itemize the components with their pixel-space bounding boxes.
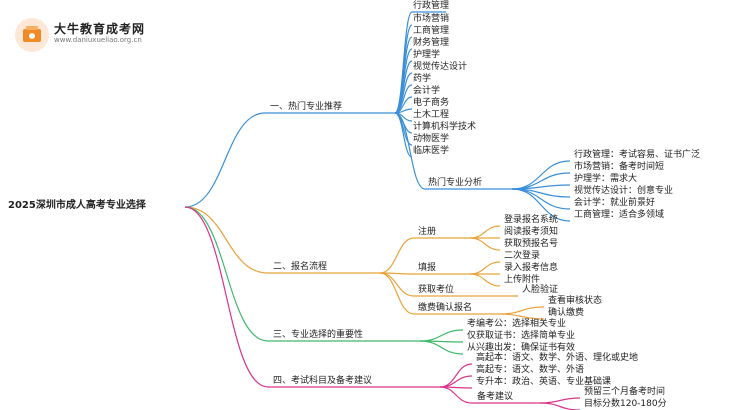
- root-node: 2025深圳市成人高考专业选择: [8, 200, 146, 211]
- step-obtain: 获取考位: [418, 285, 455, 295]
- advice-item: 预留三个月备考时间: [584, 387, 666, 397]
- analysis-item: 工商管理：适合多领域: [574, 210, 665, 220]
- major-item: 动物医学: [413, 134, 450, 144]
- subject-item: 高起本：语文、数学、外语、理化或史地: [476, 353, 639, 363]
- connector-line: [184, 112, 266, 208]
- connector-line: [511, 188, 571, 210]
- branch-2-label: 二、报名流程: [273, 262, 328, 272]
- step-fill: 填报: [418, 263, 437, 273]
- connector-line: [539, 402, 581, 410]
- connector-line: [184, 206, 269, 274]
- brand-url: www.daniuxueliao.org.cn: [54, 36, 142, 44]
- connector-line: [499, 313, 545, 320]
- major-item: 护理学: [413, 50, 441, 60]
- register-item: 获取预报名号: [504, 239, 559, 249]
- fill-item: 二次登录: [504, 251, 541, 261]
- major-item: 工商管理: [413, 26, 450, 36]
- major-item: 计算机科学技术: [413, 122, 477, 132]
- major-item: 行政管理: [413, 1, 450, 11]
- connector-line: [439, 375, 473, 388]
- major-item: 土木工程: [413, 110, 450, 120]
- fill-item: 上传附件: [504, 275, 541, 285]
- major-item: 视觉传达设计: [413, 62, 468, 72]
- advice-item: 目标分数120-180分: [584, 399, 667, 409]
- brand-logo: [14, 17, 50, 53]
- connector-line: [419, 340, 464, 355]
- branch-4-links: [184, 206, 581, 410]
- analysis-item: 行政管理：考试容易、证书广泛: [574, 150, 701, 160]
- analysis-item: 护理学：需求大: [574, 174, 638, 184]
- connector-line: [394, 112, 413, 158]
- pay-item: 确认缴费: [548, 308, 585, 318]
- connector-line: [439, 386, 473, 404]
- importance-item: 从兴趣出发：确保证书有效: [467, 343, 576, 353]
- step-register: 注册: [418, 227, 437, 237]
- major-item: 临床医学: [413, 146, 450, 156]
- branch-3-links: [184, 206, 464, 355]
- branch-3-label: 三、专业选择的重要性: [273, 330, 364, 340]
- branch-1-label: 一、热门专业推荐: [270, 102, 343, 112]
- major-item: 会计学: [413, 86, 441, 96]
- connector-line: [469, 261, 501, 275]
- connector-line: [499, 306, 545, 315]
- branch-1-links: [184, 11, 571, 222]
- connector-line: [469, 237, 501, 251]
- importance-item: 仅获取证书：选择简单专业: [467, 331, 576, 341]
- connector-line: [469, 225, 501, 239]
- subject-item: 专升本：政治、英语、专业基础课: [476, 377, 612, 387]
- major-item: 市场营销: [413, 14, 450, 24]
- analysis-item: 会计学：就业前景好: [574, 198, 656, 208]
- register-item: 阅读报考须知: [504, 227, 559, 237]
- obtain-item: 人脸验证: [522, 285, 559, 295]
- connector-line: [184, 206, 269, 342]
- connector-line: [469, 273, 501, 287]
- register-item: 登录报名系统: [504, 215, 559, 225]
- major-item: 药学: [413, 74, 432, 84]
- analysis-item: 市场营销：备考时间短: [574, 162, 665, 172]
- connector-line: [379, 272, 415, 315]
- connector-line: [439, 363, 473, 388]
- connector-line: [419, 329, 464, 342]
- importance-item: 考编考公：选择相关专业: [467, 319, 567, 329]
- subject-item: 高起专：语文、数学、外语: [476, 365, 585, 375]
- advice-label: 备考建议: [477, 392, 514, 402]
- pay-item: 查看审核状态: [548, 296, 603, 306]
- step-pay: 缴费确认报名: [418, 303, 473, 313]
- major-item: 财务管理: [413, 38, 450, 48]
- connector-line: [379, 237, 415, 274]
- brand-title: 大牛教育成考网: [54, 22, 146, 36]
- major-item: 电子商务: [413, 98, 450, 108]
- fill-item: 录入报考信息: [504, 263, 559, 273]
- branch-4-label: 四、考试科目及备考建议: [273, 376, 373, 386]
- hot-analysis-label: 热门专业分析: [428, 178, 483, 188]
- branch-2-links: [184, 206, 545, 320]
- connector-line: [394, 112, 426, 190]
- connector-line: [511, 184, 571, 190]
- connector-line: [184, 206, 269, 388]
- analysis-item: 视觉传达设计：创意专业: [574, 186, 674, 196]
- connector-line: [539, 397, 581, 404]
- connector-line: [511, 188, 571, 222]
